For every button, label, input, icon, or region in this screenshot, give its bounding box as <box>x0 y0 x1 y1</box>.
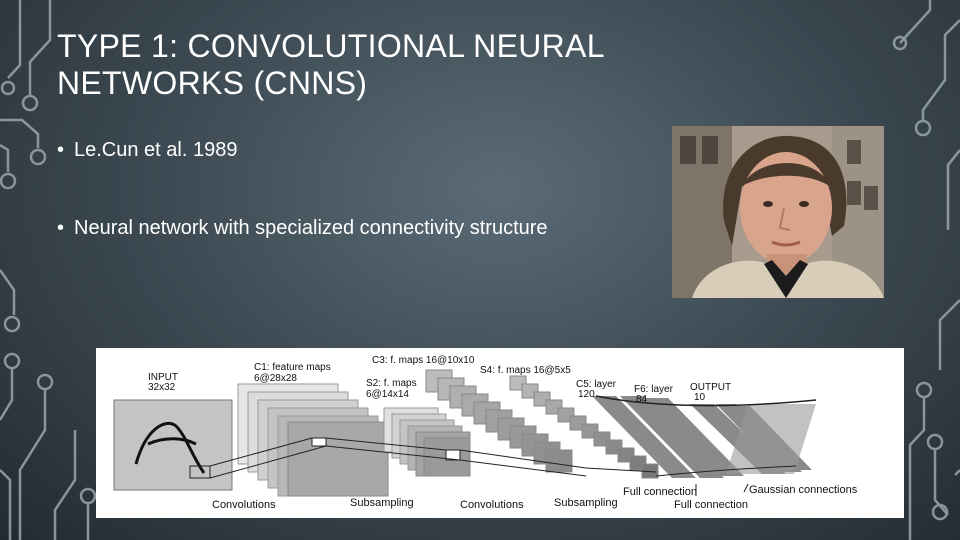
label-f6-size: 84 <box>636 394 648 405</box>
cnn-architecture-diagram: A <box>96 348 904 518</box>
label-subsampling-2: Subsampling <box>554 497 618 509</box>
slide-title: TYPE 1: CONVOLUTIONAL NEURAL NETWORKS (C… <box>57 28 697 102</box>
bullet-text: Neural network with specialized connecti… <box>74 217 548 239</box>
label-input-size: 32x32 <box>148 382 176 393</box>
s2-feature-maps <box>384 408 470 476</box>
label-gaussian-connections: Gaussian connections <box>749 484 858 496</box>
label-full-connection-2: Full connection <box>674 499 748 511</box>
cnn-diagram-graphic: A <box>96 348 904 518</box>
portrait-photo <box>672 126 884 298</box>
bullet-icon: • <box>57 216 64 240</box>
label-c1: C1: feature maps <box>254 362 331 373</box>
bullet-item: • Le.Cun et al. 1989 <box>57 138 677 162</box>
label-output-size: 10 <box>694 392 706 403</box>
label-full-connection-1: Full connection <box>623 486 697 498</box>
label-c3: C3: f. maps 16@10x10 <box>372 355 475 366</box>
input-letter-hidden: A <box>96 348 97 349</box>
label-c5-size: 120 <box>578 389 595 400</box>
label-convolutions-2: Convolutions <box>460 499 524 511</box>
label-s2: S2: f. maps <box>366 378 417 389</box>
label-convolutions-1: Convolutions <box>212 499 276 511</box>
bullet-text: Le.Cun et al. 1989 <box>74 139 237 161</box>
label-c1-size: 6@28x28 <box>254 373 297 384</box>
label-subsampling-1: Subsampling <box>350 497 414 509</box>
label-s2-size: 6@14x14 <box>366 389 409 400</box>
bullet-item: • Neural network with specialized connec… <box>57 216 677 240</box>
person-photo-icon <box>672 126 884 298</box>
bullet-list: • Le.Cun et al. 1989 • Neural network wi… <box>57 138 677 240</box>
label-s4: S4: f. maps 16@5x5 <box>480 365 571 376</box>
bullet-icon: • <box>57 138 64 162</box>
